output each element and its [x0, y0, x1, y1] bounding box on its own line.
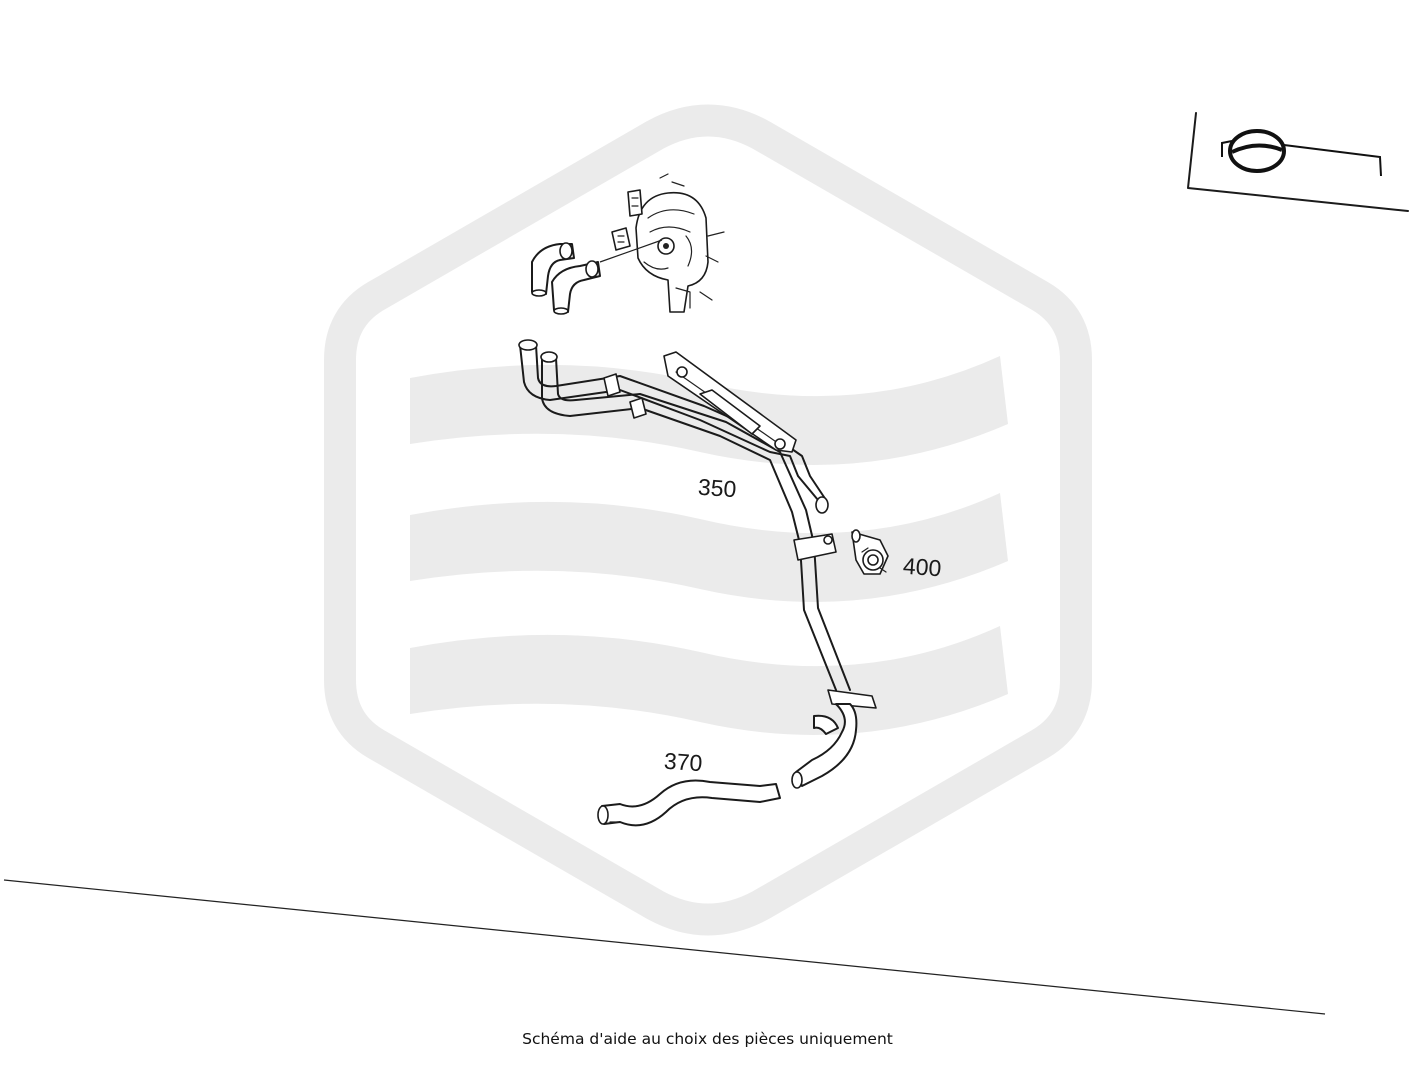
- pipe-assembly-350: [518, 339, 877, 789]
- watermark-wave-2: [410, 493, 1008, 602]
- watermark-wave-1: [410, 356, 1008, 465]
- callout-350: 350: [697, 474, 737, 503]
- connector-400: [851, 529, 889, 575]
- hose-370: [597, 779, 781, 827]
- heater-unit-detail: [531, 173, 725, 315]
- vehicle-orientation-icon: [1187, 112, 1409, 212]
- watermark-hexagon: [324, 104, 1092, 936]
- callout-400: 400: [902, 553, 942, 582]
- watermark-wave-3: [410, 626, 1008, 735]
- watermark-logo: [324, 104, 1092, 936]
- callout-370: 370: [663, 748, 703, 777]
- baseline: [3, 879, 1326, 1015]
- diagram-caption: Schéma d'aide au choix des pièces unique…: [522, 1030, 893, 1048]
